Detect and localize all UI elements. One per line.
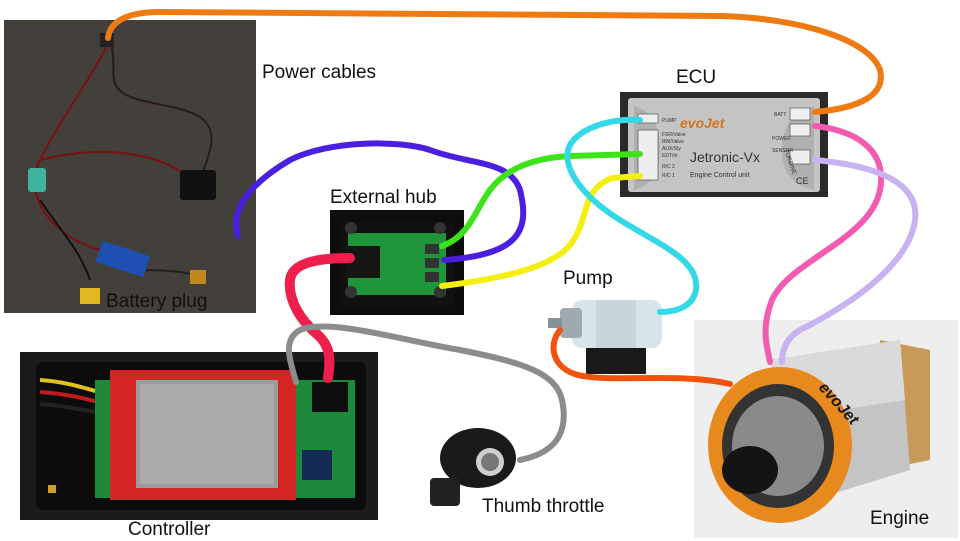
- pump-cable: [564, 116, 700, 315]
- label-engine: Engine: [870, 508, 930, 529]
- ecu-port-batt: BATT: [774, 112, 786, 118]
- label-external-hub: External hub: [330, 187, 437, 208]
- ecu-port-rc2: R/C 2: [662, 164, 675, 170]
- fuse-icon: [28, 168, 46, 192]
- ecu-port-power: POWER: [772, 136, 791, 142]
- ecu-port-rw: RW/Valve: [662, 139, 684, 145]
- ecu-ce-mark: CE: [796, 176, 809, 186]
- ecu-port-pump: PUMP: [662, 118, 677, 124]
- power-cable: [105, 9, 884, 115]
- label-controller: Controller: [128, 519, 211, 540]
- ecu-port-edt: EDT/In: [662, 153, 678, 159]
- controller-photo: [20, 352, 378, 520]
- engine-sensor-cable: [779, 157, 919, 365]
- label-thumb-throttle: Thumb throttle: [482, 496, 605, 517]
- thumb-throttle-photo: [430, 428, 516, 506]
- xt-plug-icon: [80, 288, 100, 304]
- engine-power-cable: [762, 123, 885, 365]
- ecu-port-aux: AUX/Sty: [662, 146, 681, 152]
- ecu-model: Jetronic-Vx: [690, 149, 760, 165]
- controller-cable: [284, 253, 355, 383]
- ecu-port-sensor: SENSOR: [772, 148, 794, 154]
- rc-green-cable: [439, 151, 643, 249]
- label-power-cables: Power cables: [262, 62, 377, 83]
- pump-photo: [548, 300, 662, 374]
- ecu-port-fsr: FSR/Valve: [662, 132, 686, 138]
- power-cables-photo: [4, 20, 256, 313]
- throttle-cable: [285, 323, 567, 463]
- switch-icon: [180, 170, 216, 200]
- rc-yellow-cable: [439, 173, 643, 289]
- external-hub-photo: [330, 210, 464, 315]
- ecu-panel-text: evoJet Jetronic-Vx Engine Control unit P…: [662, 112, 809, 186]
- ecu-brand: evoJet: [680, 115, 726, 131]
- pump-motor-cable: [550, 327, 733, 387]
- label-battery-plug: Battery plug: [106, 291, 208, 312]
- ecu-subtitle: Engine Control unit: [690, 172, 750, 179]
- ecu-port-rc1: R/C 1: [662, 173, 675, 179]
- converter-board-icon: [95, 240, 151, 278]
- rc-blue-cable: [233, 140, 527, 263]
- label-ecu: ECU: [676, 67, 717, 88]
- engine-photo: [694, 320, 958, 538]
- label-pump: Pump: [563, 268, 613, 289]
- ecu-photo: [620, 92, 828, 197]
